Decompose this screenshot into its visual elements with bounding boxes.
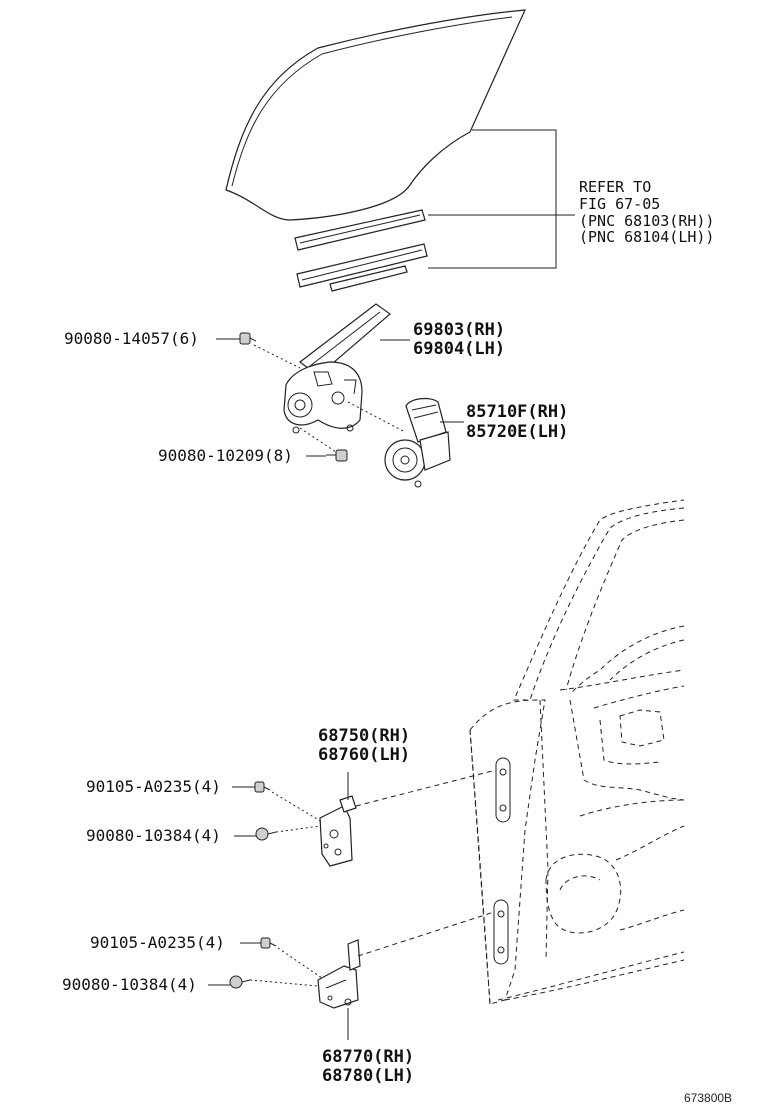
label-upper-hinge-rh: 68750(RH) <box>318 726 410 746</box>
refer-line-2: FIG 67-05 <box>579 195 660 213</box>
label-regulator-rh: 69803(RH) <box>413 320 505 340</box>
label-screw-14057: 90080-14057(6) <box>64 329 199 348</box>
hinge-slot-upper <box>495 757 511 823</box>
lower-hinge-mount-line <box>357 911 495 957</box>
bolt-a0235-lower-dots <box>277 947 323 979</box>
refer-line-4: (PNC 68104(LH)) <box>579 228 714 246</box>
window-motor <box>384 397 451 488</box>
figure-id: 673800B <box>684 1091 732 1105</box>
refer-line-3: (PNC 68103(RH)) <box>579 212 714 230</box>
upper-hinge-mount-line <box>355 769 497 807</box>
bolt-a0235-upper-icon <box>254 781 271 793</box>
glass-run-channel-upper <box>294 209 426 251</box>
refer-line-1: REFER TO <box>579 178 651 196</box>
lower-door-hinge <box>317 939 361 1009</box>
label-bolt-a0235-upper: 90105-A0235(4) <box>86 777 221 796</box>
label-upper-hinge-lh: 68760(LH) <box>318 745 410 765</box>
bolt-a0235-upper-dots <box>271 791 323 823</box>
motor-leader-dots <box>347 401 406 433</box>
bolt-10384-upper-dots <box>275 825 321 833</box>
bolt-10209-icon <box>326 449 348 462</box>
screw-14057-icon <box>239 332 257 345</box>
bolt-leader-dots <box>299 427 337 453</box>
upper-door-hinge <box>319 795 357 867</box>
label-lower-hinge-lh: 68780(LH) <box>322 1066 414 1086</box>
bolt-10384-lower-icon <box>229 975 251 989</box>
bolt-10384-lower-dots <box>249 979 319 987</box>
window-regulator <box>283 303 410 434</box>
label-bolt-10384-lower: 90080-10384(4) <box>62 975 197 994</box>
label-bolt-10384-upper: 90080-10384(4) <box>86 826 221 845</box>
refer-bracket <box>428 129 575 269</box>
glass-run-channel-lower <box>296 243 428 292</box>
screw-leader-dots <box>253 344 301 369</box>
bolt-10384-upper-icon <box>255 827 277 841</box>
label-bolt-10209: 90080-10209(8) <box>158 446 293 465</box>
door-glass <box>225 9 526 221</box>
label-regulator-lh: 69804(LH) <box>413 339 505 359</box>
hinge-slot-lower <box>493 899 509 965</box>
label-bolt-a0235-lower: 90105-A0235(4) <box>90 933 225 952</box>
bolt-a0235-lower-icon <box>260 937 277 949</box>
door-body-outline <box>469 499 685 1005</box>
label-motor-rh: 85710F(RH) <box>466 402 568 422</box>
label-motor-lh: 85720E(LH) <box>466 422 568 442</box>
label-lower-hinge-rh: 68770(RH) <box>322 1047 414 1067</box>
